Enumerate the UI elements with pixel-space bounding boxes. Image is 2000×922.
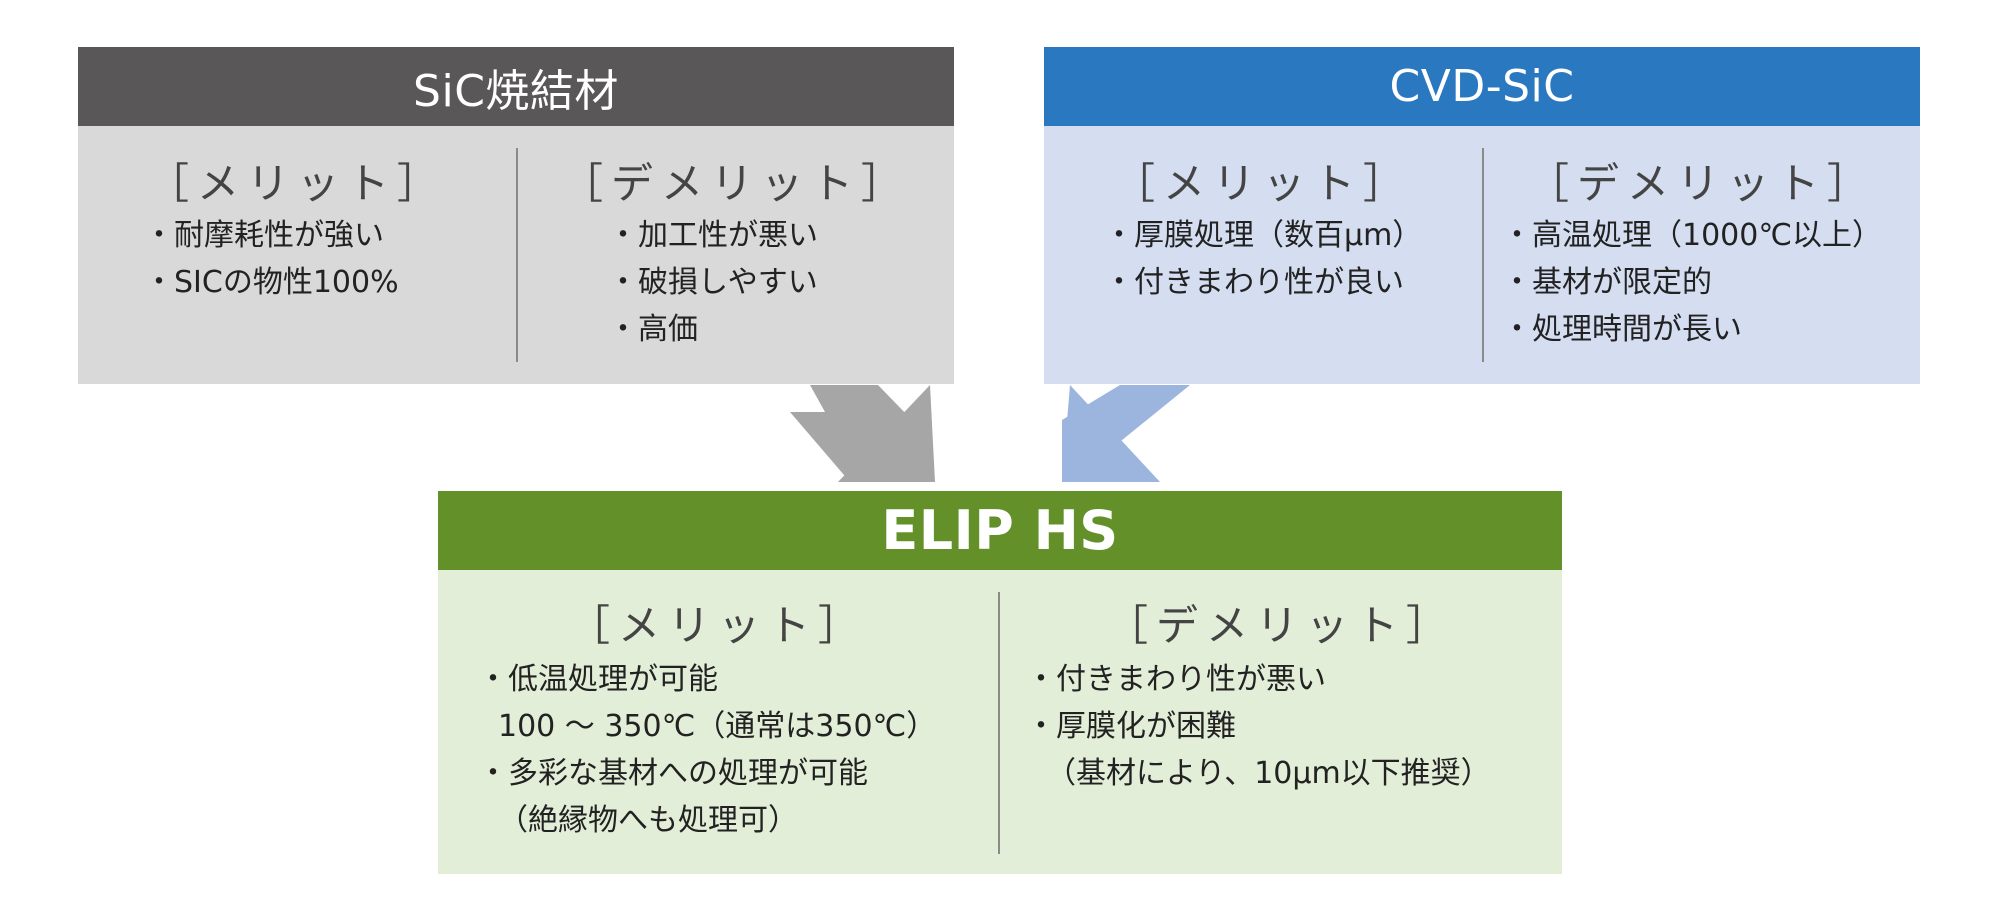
- list-item: ・高温処理（1000℃以上）: [1502, 218, 1883, 253]
- list-item: ・処理時間が長い: [1502, 312, 1742, 347]
- cvd-body: ［メリット］ ・厚膜処理（数百μm） ・付きまわり性が良い ［デメリット］ ・高…: [1044, 126, 1920, 384]
- elip-demerit-list: ・付きまわり性が悪い ・厚膜化が困難 （基材により、10μm以下推奨）: [1026, 656, 1491, 797]
- sic-merit-title: ［メリット］: [146, 159, 447, 208]
- sic-body: ［メリット］ ・耐摩耗性が強い ・SICの物性100% ［デメリット］ ・加工性…: [78, 126, 954, 384]
- elip-divider: [998, 592, 1000, 854]
- blue-arrow-head: [1062, 385, 1160, 482]
- elip-merit-column: ［メリット］ ・低温処理が可能 100 ～ 350℃（通常は350℃） ・多彩な…: [438, 570, 998, 874]
- cvd-merit-list: ・厚膜処理（数百μm） ・付きまわり性が良い: [1104, 212, 1422, 306]
- list-item: ・厚膜化が困難: [1026, 709, 1236, 744]
- list-item: ・SICの物性100%: [144, 265, 399, 300]
- list-item: ・多彩な基材への処理が可能: [478, 756, 868, 791]
- list-item: ・破損しやすい: [608, 265, 818, 300]
- sic-sintered-box: SiC焼結材 ［メリット］ ・耐摩耗性が強い ・SICの物性100% ［デメリッ…: [78, 47, 954, 384]
- list-item: ・基材が限定的: [1502, 265, 1712, 300]
- sic-merit-list: ・耐摩耗性が強い ・SICの物性100%: [144, 212, 399, 306]
- list-item: （絶縁物へも処理可）: [498, 803, 798, 838]
- cvd-demerit-title: ［デメリット］: [1526, 159, 1877, 208]
- gray-arrow-head: [838, 385, 935, 482]
- sic-demerit-column: ［デメリット］ ・加工性が悪い ・破損しやすい ・高価: [518, 126, 954, 384]
- elip-demerit-title: ［デメリット］: [1105, 601, 1456, 650]
- cvd-title: CVD-SiC: [1044, 47, 1920, 126]
- sic-divider: [516, 148, 518, 362]
- list-item: ・付きまわり性が悪い: [1026, 662, 1326, 697]
- list-item: ・厚膜処理（数百μm）: [1104, 218, 1423, 253]
- sic-merit-column: ［メリット］ ・耐摩耗性が強い ・SICの物性100%: [78, 126, 516, 384]
- elip-body: ［メリット］ ・低温処理が可能 100 ～ 350℃（通常は350℃） ・多彩な…: [438, 570, 1562, 874]
- sic-title: SiC焼結材: [78, 47, 954, 126]
- elip-merit-title: ［メリット］: [567, 601, 868, 650]
- elip-demerit-column: ［デメリット］ ・付きまわり性が悪い ・厚膜化が困難 （基材により、10μm以下…: [1000, 570, 1562, 874]
- sic-demerit-list: ・加工性が悪い ・破損しやすい ・高価: [608, 212, 818, 353]
- cvd-divider: [1482, 148, 1484, 362]
- sic-demerit-title: ［デメリット］: [560, 159, 911, 208]
- cvd-merit-title: ［メリット］: [1112, 159, 1413, 208]
- elip-hs-box: ELIP HS ［メリット］ ・低温処理が可能 100 ～ 350℃（通常は35…: [438, 491, 1562, 874]
- list-item: 100 ～ 350℃（通常は350℃）: [498, 709, 937, 744]
- list-item: ・高価: [608, 312, 698, 347]
- elip-merit-list: ・低温処理が可能 100 ～ 350℃（通常は350℃） ・多彩な基材への処理が…: [478, 656, 936, 844]
- elip-title: ELIP HS: [438, 491, 1562, 570]
- list-item: ・付きまわり性が良い: [1104, 265, 1404, 300]
- cvd-merit-column: ［メリット］ ・厚膜処理（数百μm） ・付きまわり性が良い: [1044, 126, 1482, 384]
- cvd-demerit-column: ［デメリット］ ・高温処理（1000℃以上） ・基材が限定的 ・処理時間が長い: [1484, 126, 1920, 384]
- list-item: （基材により、10μm以下推奨）: [1046, 756, 1491, 791]
- list-item: ・加工性が悪い: [608, 218, 818, 253]
- list-item: ・低温処理が可能: [478, 662, 718, 697]
- cvd-sic-box: CVD-SiC ［メリット］ ・厚膜処理（数百μm） ・付きまわり性が良い ［デ…: [1044, 47, 1920, 384]
- cvd-demerit-list: ・高温処理（1000℃以上） ・基材が限定的 ・処理時間が長い: [1502, 212, 1882, 353]
- list-item: ・耐摩耗性が強い: [144, 218, 384, 253]
